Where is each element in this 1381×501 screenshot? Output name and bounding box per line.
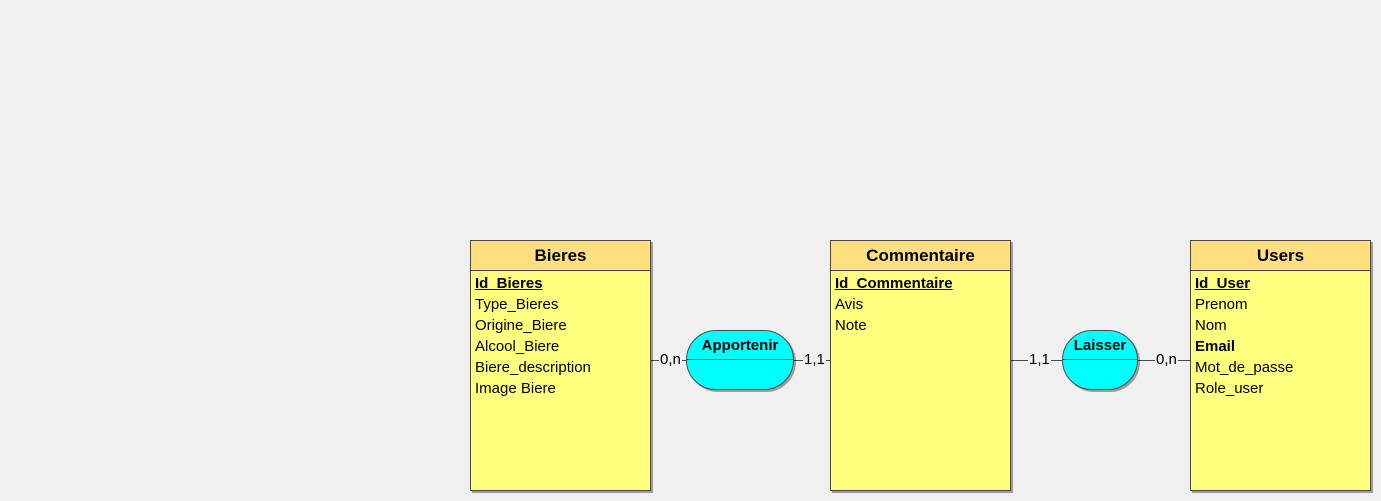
cardinality-bieres-apportenir: 0,n — [659, 351, 682, 369]
attribute: Type_Bieres — [475, 296, 559, 313]
attribute: Email — [1195, 338, 1236, 355]
attribute: Note — [835, 317, 867, 334]
entity-bieres[interactable]: Bieres Id_Bieres Type_Bieres Origine_Bie… — [470, 240, 651, 491]
relation-divider — [1063, 359, 1137, 360]
relation-title: Apportenir — [701, 337, 779, 354]
attribute-primary-key: Id_Bieres — [475, 275, 543, 292]
attribute: Origine_Biere — [475, 317, 567, 334]
cardinality-users-laisser: 0,n — [1155, 351, 1178, 369]
entity-title: Commentaire — [831, 241, 1010, 271]
relation-apportenir[interactable]: Apportenir — [686, 330, 794, 390]
attribute: Mot_de_passe — [1195, 359, 1294, 376]
attribute: Biere_description — [475, 359, 591, 376]
entity-title: Bieres — [471, 241, 650, 271]
relation-laisser[interactable]: Laisser — [1062, 330, 1138, 390]
attribute-primary-key: Id_User — [1195, 275, 1251, 292]
attribute: Nom — [1195, 317, 1227, 334]
attribute: Image Biere — [475, 380, 556, 397]
relation-divider — [687, 359, 793, 360]
attribute: Alcool_Biere — [475, 338, 560, 355]
entity-users[interactable]: Users Id_User Prenom Nom Email Mot_de_pa… — [1190, 240, 1371, 491]
attribute-primary-key: Id_Commentaire — [835, 275, 953, 292]
attribute: Avis — [835, 296, 864, 313]
entity-commentaire[interactable]: Commentaire Id_Commentaire Avis Note — [830, 240, 1011, 491]
attribute-list: Id_Bieres Type_Bieres Origine_Biere Alco… — [471, 271, 650, 399]
cardinality-commentaire-laisser: 1,1 — [1028, 351, 1051, 369]
attribute: Prenom — [1195, 296, 1248, 313]
cardinality-commentaire-apportenir: 1,1 — [803, 351, 826, 369]
relation-title: Laisser — [1073, 337, 1127, 354]
entity-title: Users — [1191, 241, 1370, 271]
attribute: Role_user — [1195, 380, 1264, 397]
attribute-list: Id_Commentaire Avis Note — [831, 271, 1010, 336]
attribute-list: Id_User Prenom Nom Email Mot_de_passe Ro… — [1191, 271, 1370, 399]
